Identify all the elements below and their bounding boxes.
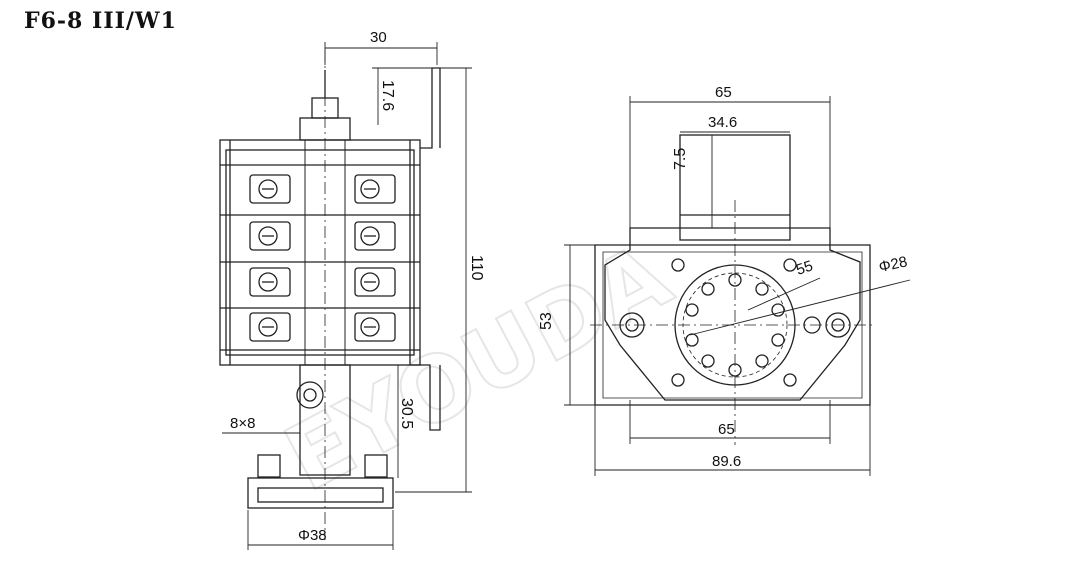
front-view: 65 34.6 7.5 55 Φ28 53 65 89.6 xyxy=(538,84,911,476)
dim-30: 30 xyxy=(370,29,387,46)
dim-17-6: 17.6 xyxy=(379,80,396,111)
dim-110: 110 xyxy=(468,255,485,281)
dim-65-bottom: 65 xyxy=(718,421,735,438)
dim-65-top: 65 xyxy=(715,84,732,101)
dim-89-6: 89.6 xyxy=(712,453,741,470)
switch-body-outline xyxy=(604,227,861,401)
disc-holes xyxy=(685,273,785,377)
base-plate xyxy=(247,477,394,509)
dim-34-6: 34.6 xyxy=(708,114,737,131)
dim-7-5: 7.5 xyxy=(672,148,689,170)
terminal-screws xyxy=(249,174,396,342)
contact-disc xyxy=(674,264,796,386)
dim-8x8: 8×8 xyxy=(230,415,255,432)
dim-30-5: 30.5 xyxy=(398,398,415,429)
dim-53: 53 xyxy=(538,312,555,330)
side-view: 30 17.6 110 30.5 8×8 Φ38 xyxy=(219,29,485,550)
mount-hole-right xyxy=(825,312,851,338)
lower-screw xyxy=(296,381,324,409)
diagram-title: F6-8 III/W1 xyxy=(24,8,177,34)
dim-phi28: Φ28 xyxy=(877,253,909,276)
mounting-bracket xyxy=(420,67,441,149)
dim-phi38: Φ38 xyxy=(298,527,327,544)
mount-hole-left xyxy=(619,312,645,338)
dim-55: 55 xyxy=(794,257,815,278)
